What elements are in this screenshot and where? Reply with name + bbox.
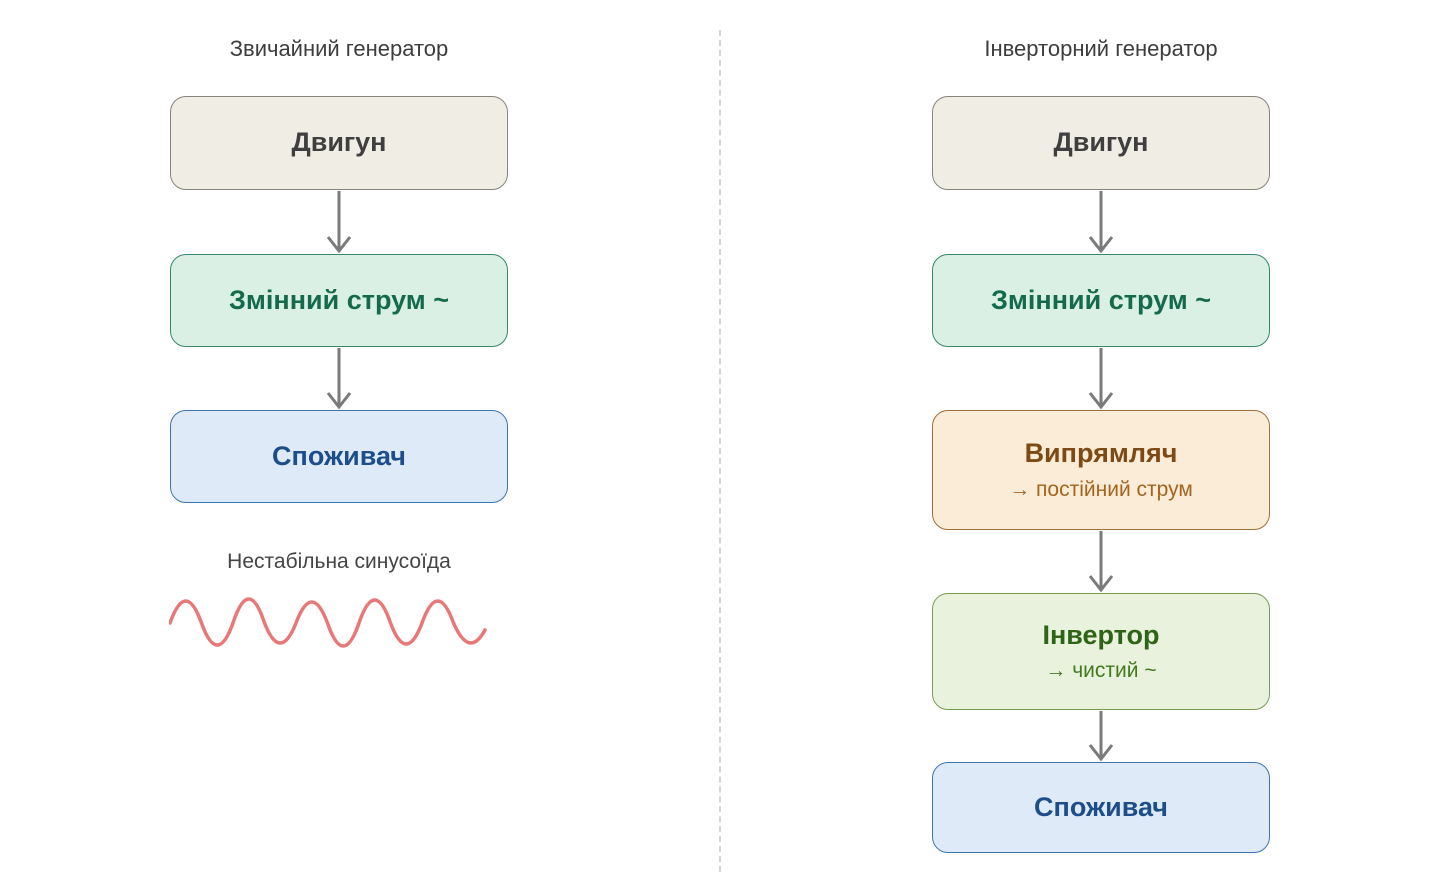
consumer-label: Споживач [272, 440, 406, 471]
unstable-sine-wave [169, 597, 487, 648]
rectifier-box: Випрямляч → постійний струм [932, 410, 1270, 530]
engine-label: Двигун [1053, 127, 1149, 158]
down-arrow-icon [1088, 191, 1114, 254]
consumer-label: Споживач [1034, 791, 1168, 822]
wave-caption: Нестабільна синусоїда [227, 550, 451, 573]
consumer-box: Споживач [932, 762, 1270, 853]
rectifier-sublabel: → постійний струм [1009, 477, 1193, 501]
ac-current-box: Змінний струм ~ [170, 254, 508, 347]
down-arrow-icon [326, 191, 352, 254]
engine-label: Двигун [291, 127, 387, 158]
inverter-box: Інвертор → чистий ~ [932, 593, 1270, 710]
engine-box: Двигун [170, 96, 508, 190]
ac-current-label: Змінний струм ~ [229, 284, 449, 315]
inverter-label: Інвертор [1042, 619, 1160, 650]
ac-current-label: Змінний струм ~ [991, 284, 1211, 315]
inverter-column-title: Інверторний генератор [984, 36, 1218, 61]
inverter-generator-column: Інверторний генератор Двигун Змінний стр… [932, 0, 1270, 890]
inverter-sublabel: → чистий ~ [1045, 659, 1157, 683]
consumer-box: Споживач [170, 410, 508, 503]
rectifier-label: Випрямляч [1024, 438, 1178, 469]
conventional-generator-column: Звичайний генератор Двигун Змінний струм… [169, 0, 508, 890]
down-arrow-icon [1088, 348, 1114, 410]
column-divider [719, 30, 721, 872]
conventional-column-title: Звичайний генератор [229, 36, 449, 61]
down-arrow-icon [1088, 531, 1114, 593]
engine-box: Двигун [932, 96, 1270, 190]
down-arrow-icon [1088, 711, 1114, 762]
down-arrow-icon [326, 348, 352, 410]
ac-current-box: Змінний струм ~ [932, 254, 1270, 347]
